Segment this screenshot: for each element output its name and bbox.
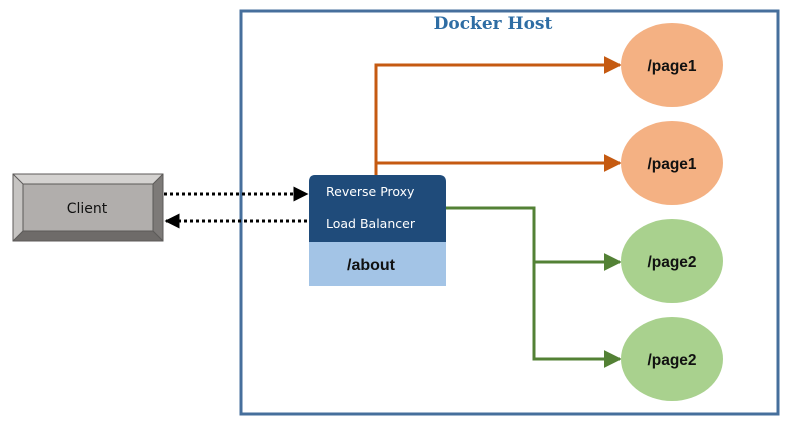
- service-page2-a-label: /page2: [647, 254, 696, 271]
- service-page1-b[interactable]: /page1: [621, 121, 723, 205]
- reverse-proxy-label: Reverse Proxy: [326, 184, 415, 199]
- load-balancer-label: Load Balancer: [326, 216, 416, 231]
- client-box[interactable]: Client: [12, 173, 164, 242]
- page2-connectors: [446, 206, 622, 368]
- service-page2-a[interactable]: /page2: [621, 219, 723, 303]
- reverse-proxy-box[interactable]: Reverse Proxy Load Balancer /about: [309, 175, 446, 286]
- service-page1-b-label: /page1: [647, 156, 696, 173]
- service-page1-a-label: /page1: [647, 58, 696, 75]
- docker-host-title: Docker Host: [434, 14, 553, 34]
- service-page2-b[interactable]: /page2: [621, 317, 723, 401]
- page1-connectors: [374, 56, 622, 176]
- client-label: Client: [67, 201, 108, 217]
- service-page2-b-label: /page2: [647, 352, 696, 369]
- service-page1-a[interactable]: /page1: [621, 23, 723, 107]
- about-route-label: /about: [347, 257, 396, 274]
